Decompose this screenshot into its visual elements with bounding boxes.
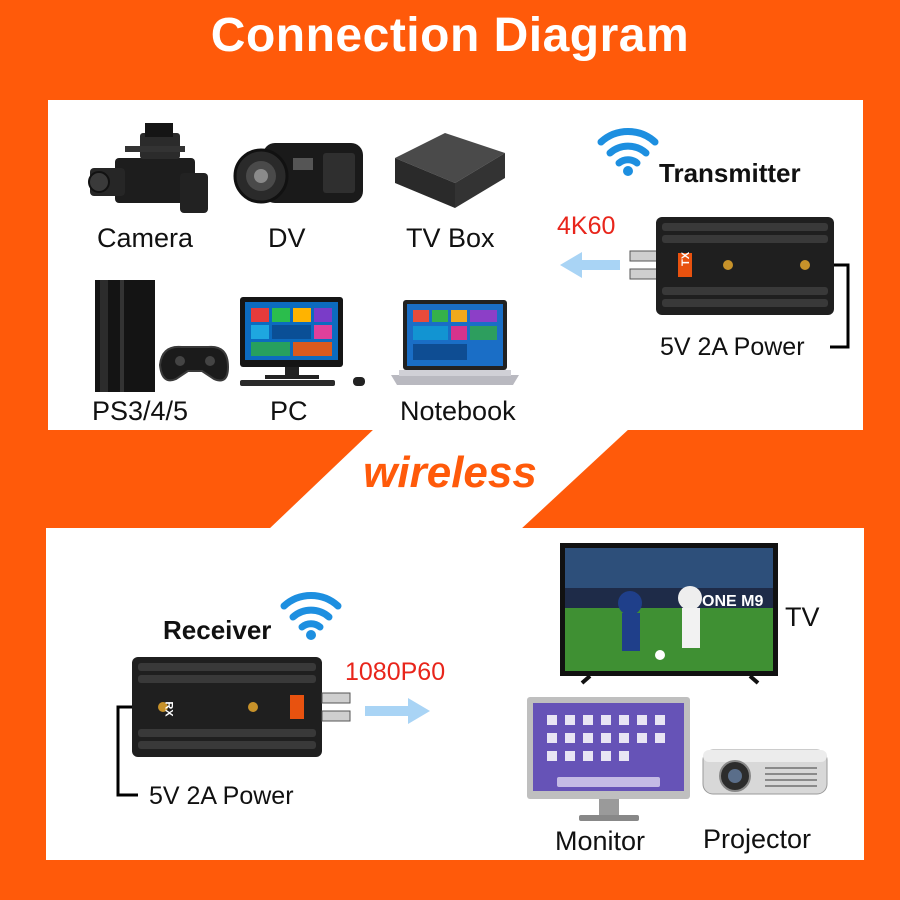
receiver-device — [116, 657, 351, 797]
projector-image — [702, 749, 828, 795]
ps-label: PS3/4/5 — [92, 396, 189, 426]
tv-screen-text: ONE M9 — [702, 593, 764, 610]
monitor-image — [527, 697, 690, 821]
tv-label: TV — [785, 602, 820, 632]
arrow-icon — [560, 252, 620, 278]
dv-label: DV — [268, 223, 306, 253]
wireless-label: wireless — [363, 448, 537, 497]
projector-label: Projector — [703, 824, 812, 854]
pc-label: PC — [270, 396, 308, 426]
dv-camcorder-image — [233, 143, 363, 204]
camera-label: Camera — [97, 223, 194, 253]
tv-box-label: TV Box — [406, 223, 495, 253]
transmitter-label: Transmitter — [659, 158, 801, 188]
pc-image — [240, 297, 365, 386]
transmitter-tag: TX — [680, 251, 693, 267]
monitor-label: Monitor — [555, 826, 646, 856]
playstation-image — [95, 280, 230, 392]
transmitter-power-label: 5V 2A Power — [660, 333, 805, 361]
tv-image — [560, 543, 778, 685]
receiver-power-label: 5V 2A Power — [149, 782, 294, 810]
diagram-title: Connection Diagram — [210, 9, 690, 62]
wifi-icon — [280, 592, 342, 640]
receiver-label: Receiver — [163, 615, 272, 645]
notebook-label: Notebook — [400, 396, 516, 426]
notebook-image — [391, 300, 519, 385]
transmitter-device — [629, 217, 850, 349]
receiver-signal-label: 1080P60 — [345, 658, 446, 686]
wireless-banner — [268, 428, 630, 530]
tv-box-image — [395, 133, 505, 208]
transmitter-signal-label: 4K60 — [557, 212, 616, 240]
wifi-icon — [597, 128, 659, 176]
camera-image — [88, 123, 208, 213]
receiver-tag: RX — [162, 701, 175, 717]
arrow-icon — [365, 698, 430, 724]
